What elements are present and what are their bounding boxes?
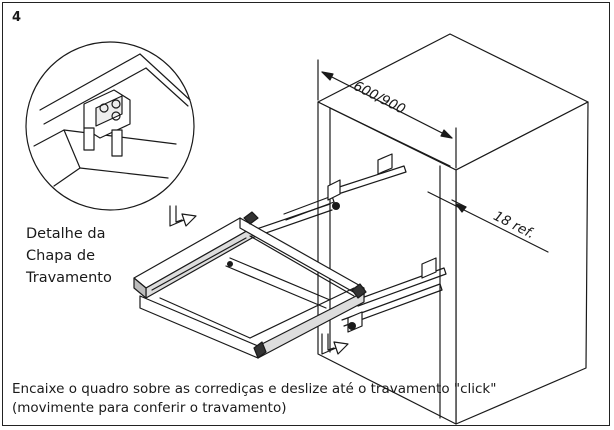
instructions-text: Encaixe o quadro sobre as corrediças e d… bbox=[12, 380, 496, 418]
pullout-frame bbox=[133, 211, 367, 359]
lower-slide-rail bbox=[341, 257, 447, 333]
push-arrow-bottom bbox=[321, 333, 349, 355]
detail-caption-line: Detalhe da bbox=[26, 226, 106, 242]
detail-caption-line: Chapa de bbox=[26, 248, 96, 264]
detail-magnifier bbox=[25, 41, 195, 211]
instruction-line: (movimente para conferir o travamento) bbox=[12, 400, 287, 416]
side-dimension bbox=[427, 191, 549, 253]
width-dimension bbox=[317, 59, 457, 169]
detail-caption: Detalhe da Chapa de Travamento bbox=[26, 223, 112, 289]
step-number: 4 bbox=[12, 10, 22, 25]
detail-caption-line: Travamento bbox=[26, 270, 112, 286]
push-arrow-left bbox=[169, 205, 197, 227]
diagram-frame bbox=[2, 2, 610, 426]
instruction-line: Encaixe o quadro sobre as corrediças e d… bbox=[12, 381, 497, 397]
